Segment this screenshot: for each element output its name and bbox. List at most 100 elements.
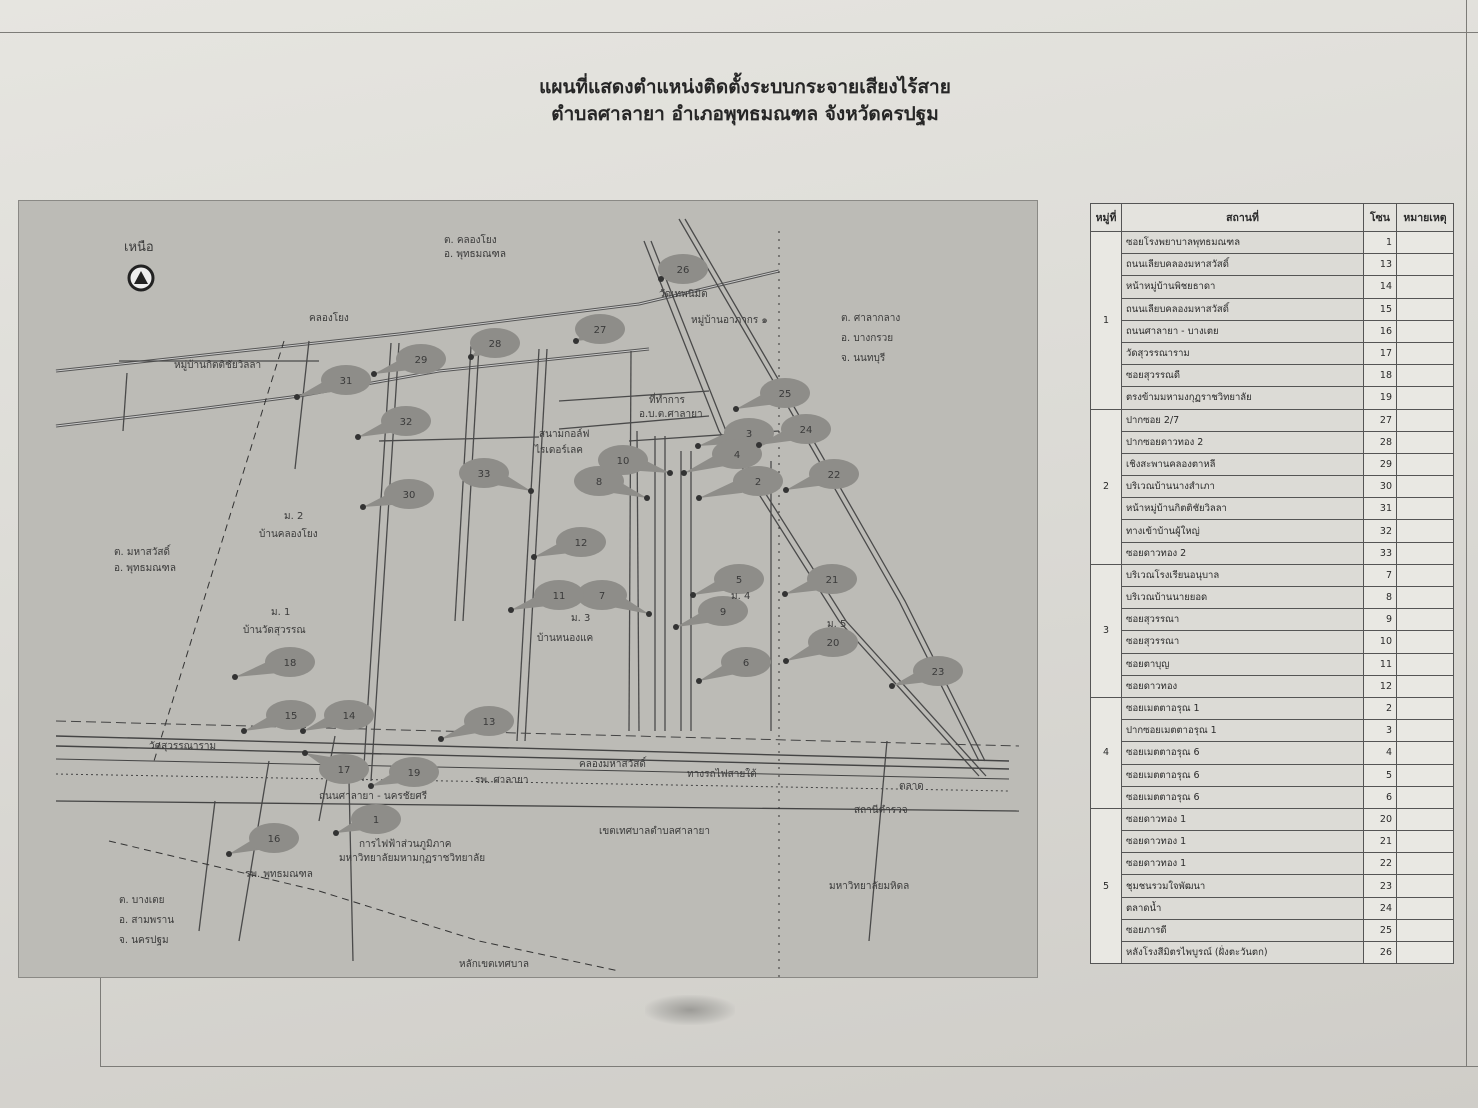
speaker-marker-14[interactable]: 14: [300, 700, 374, 734]
place-cell: ซอยสุวรรณา: [1121, 608, 1364, 632]
zone-cell: 22: [1363, 852, 1397, 876]
speaker-marker-2[interactable]: 2: [696, 466, 783, 501]
speaker-marker-4[interactable]: 4: [681, 439, 762, 476]
speaker-marker-29[interactable]: 29: [371, 344, 446, 377]
place-cell: ซอยภารดี: [1121, 918, 1364, 943]
marker-dot: [438, 736, 444, 742]
zone-cell: 4: [1363, 741, 1397, 765]
speaker-marker-28[interactable]: 28: [468, 328, 520, 360]
speaker-marker-23[interactable]: 23: [889, 656, 963, 689]
marker-dot: [226, 851, 232, 857]
table-row: ซอยภารดี25: [1091, 918, 1454, 943]
note-cell: [1396, 230, 1454, 255]
place-cell: ถนนเลียบคลองมหาสวัสดิ์: [1121, 253, 1364, 277]
speaker-marker-26[interactable]: 26: [658, 254, 708, 284]
note-cell: [1396, 652, 1454, 676]
speaker-marker-21[interactable]: 21: [782, 564, 857, 597]
speaker-marker-5[interactable]: 5: [690, 564, 764, 598]
marker-number: 20: [827, 638, 840, 649]
speaker-marker-10[interactable]: 10: [598, 445, 673, 476]
speaker-marker-24[interactable]: 24: [756, 414, 831, 448]
header-zone: โซน: [1363, 203, 1397, 232]
note-cell: [1396, 874, 1454, 898]
zone-cell: 17: [1363, 341, 1397, 366]
marker-dot: [733, 406, 739, 412]
marker-number: 3: [746, 429, 752, 440]
speaker-marker-15[interactable]: 15: [241, 700, 316, 734]
marker-dot: [531, 554, 537, 560]
place-cell: ถนนเลียบคลองมหาสวัสดิ์: [1121, 297, 1364, 321]
speaker-marker-19[interactable]: 19: [368, 757, 439, 789]
speaker-marker-13[interactable]: 13: [438, 706, 514, 742]
map-label-wat-suwan: วัดสุวรรณาราม: [149, 741, 216, 752]
table-row: ซอยสุวรรณดี18: [1091, 364, 1454, 388]
map-label-sam-phran: อ. สามพราน: [119, 915, 174, 926]
speaker-marker-1[interactable]: 1: [333, 804, 401, 836]
marker-bubble: [733, 466, 783, 496]
marker-dot: [241, 728, 247, 734]
zone-cell: 20: [1363, 807, 1397, 832]
speaker-marker-8[interactable]: 8: [574, 466, 650, 501]
note-cell: [1396, 585, 1454, 610]
speaker-marker-27[interactable]: 27: [573, 314, 625, 344]
zone-cell: 23: [1363, 874, 1397, 898]
marker-number: 27: [594, 325, 607, 336]
marker-dot: [783, 487, 789, 493]
speaker-marker-11[interactable]: 11: [508, 580, 584, 613]
map-label-mahidol: มหาวิทยาลัยมหิดล: [829, 881, 909, 892]
map-label-bang-toei: ต. บางเตย: [119, 895, 164, 906]
map-label-klong-yong-canal: คลองโยง: [309, 311, 349, 324]
moo-cell: 1: [1090, 231, 1122, 410]
speaker-marker-33[interactable]: 33: [459, 458, 534, 494]
marker-number: 19: [408, 768, 421, 779]
speaker-marker-32[interactable]: 32: [355, 406, 431, 440]
speaker-marker-9[interactable]: 9: [673, 596, 748, 630]
place-cell: ซอยเมตตาอรุณ 6: [1121, 763, 1364, 787]
note-cell: [1396, 452, 1454, 477]
map-label-mahasawat-tambon: ต. มหาสวัสดิ์: [114, 544, 172, 558]
speaker-marker-31[interactable]: 31: [294, 365, 371, 400]
map-label-kittichai-villa: หมู่บ้านกิตติชัยวิลลา: [174, 359, 261, 371]
speaker-marker-7[interactable]: 7: [577, 580, 652, 617]
zone-cell: 8: [1363, 585, 1397, 610]
place-cell: ถนนศาลายา - บางเตย: [1121, 319, 1364, 343]
zone-cell: 14: [1363, 275, 1397, 299]
north-arrow-icon: [127, 264, 155, 292]
place-cell: บริเวณโรงเรียนอนุบาล: [1121, 563, 1364, 588]
zone-cell: 27: [1363, 408, 1397, 432]
page-top-rule: [0, 32, 1478, 33]
speaker-marker-20[interactable]: 20: [783, 627, 858, 664]
place-cell: ซอยดาวทอง 1: [1121, 807, 1364, 832]
place-cell: ปากซอยเมตตาอรุณ 1: [1121, 719, 1364, 743]
map-label-railway: ทางรถไฟสายใต้: [687, 768, 757, 780]
speaker-marker-18[interactable]: 18: [232, 647, 315, 680]
map-label-obt-office1: ที่ทำการ: [649, 392, 685, 406]
zone-cell: 24: [1363, 896, 1397, 920]
speaker-marker-22[interactable]: 22: [783, 459, 859, 493]
place-cell: ซอยเมตตาอรุณ 6: [1121, 785, 1364, 809]
marker-dot: [673, 624, 679, 630]
speaker-marker-17[interactable]: 17: [302, 750, 369, 784]
place-cell: ซอยเมตตาอรุณ 6: [1121, 741, 1364, 765]
marker-bubble: [575, 314, 625, 344]
marker-dot: [695, 443, 701, 449]
speaker-marker-30[interactable]: 30: [360, 479, 434, 510]
map-label-moo3-b: บ้านหนองแค: [537, 632, 593, 644]
zone-cell: 21: [1363, 830, 1397, 854]
zone-cell: 26: [1363, 940, 1397, 965]
map-label-salaya-road: ถนนศาลายา - นครชัยศรี: [319, 790, 428, 802]
speaker-marker-12[interactable]: 12: [531, 527, 606, 560]
speaker-marker-6[interactable]: 6: [696, 647, 771, 684]
marker-number: 1: [373, 815, 379, 826]
speaker-marker-25[interactable]: 25: [733, 378, 810, 412]
marker-dot: [360, 504, 366, 510]
place-cell: บริเวณบ้านนายยอด: [1121, 585, 1364, 610]
marker-number: 31: [340, 376, 353, 387]
map-label-aphakorn: หมู่บ้านอาภากร ๑: [691, 314, 768, 326]
speaker-marker-16[interactable]: 16: [226, 823, 299, 857]
marker-number: 17: [338, 765, 351, 776]
